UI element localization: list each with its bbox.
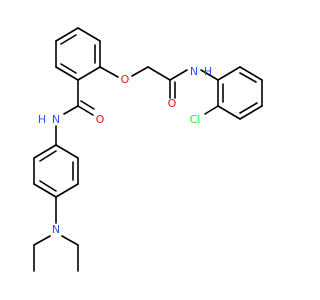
- bond: [239, 72, 257, 83]
- bond: [33, 235, 51, 246]
- bond: [33, 183, 57, 198]
- bond: [33, 144, 57, 159]
- atom-carbonyl-oxygen-1: O: [96, 113, 105, 126]
- bond: [147, 66, 171, 81]
- bond: [39, 180, 57, 192]
- bond: [131, 66, 149, 77]
- bond: [60, 63, 77, 74]
- bond: [55, 27, 79, 42]
- bond: [239, 66, 263, 81]
- atom-amide-nitrogen-1: N: [52, 113, 60, 126]
- bond: [204, 105, 219, 115]
- bond: [239, 102, 258, 114]
- bond: [80, 100, 95, 110]
- atom-amide-hydrogen-1: H: [38, 113, 46, 126]
- bond: [217, 105, 241, 120]
- bond: [77, 27, 101, 42]
- bond: [217, 66, 241, 81]
- bond: [55, 144, 79, 159]
- atom-amide-hydrogen-2: H: [204, 65, 212, 78]
- bond: [39, 150, 57, 162]
- molecule-diagram: O N H O Cl N H O N: [33, 27, 263, 272]
- bond: [61, 235, 79, 246]
- atom-amide-nitrogen-2: N: [190, 65, 198, 78]
- atom-labels: O N H O Cl N H O N: [38, 65, 212, 236]
- bond: [60, 34, 77, 45]
- bond: [63, 105, 79, 115]
- structure-drawing: O N H O Cl N H O N: [33, 27, 263, 272]
- bond: [55, 183, 79, 198]
- atom-carbonyl-oxygen-2: O: [168, 97, 177, 110]
- bond: [200, 69, 219, 81]
- bond: [99, 66, 119, 78]
- atom-amine-nitrogen: N: [52, 223, 60, 236]
- bonds: [33, 27, 263, 272]
- bond: [169, 69, 188, 81]
- atom-ether-oxygen: O: [121, 73, 130, 86]
- bond: [77, 66, 101, 81]
- bond: [77, 105, 94, 116]
- bond: [239, 105, 263, 120]
- atom-chlorine: Cl: [190, 113, 201, 126]
- bond: [55, 66, 79, 81]
